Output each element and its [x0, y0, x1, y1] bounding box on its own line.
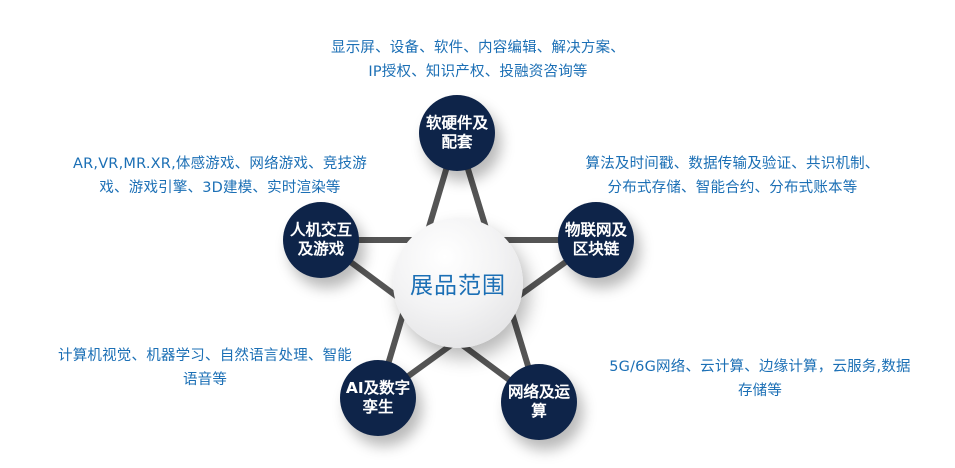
- description-top: 显示屏、设备、软件、内容编辑、解决方案、 IP授权、知识产权、投融资咨询等: [288, 36, 668, 84]
- description-bottom-right-line-2: 存储等: [737, 383, 783, 399]
- node-ai-digital-twin: AI及数字 孪生: [340, 360, 416, 436]
- description-right: 算法及时间戳、数据传输及验证、共识机制、 分布式存储、智能合约、分布式账本等: [560, 152, 905, 200]
- node-label-line-1: 软硬件及: [425, 114, 488, 132]
- description-bottom-left: 计算机视觉、机器学习、自然语言处理、智能 语音等: [35, 344, 375, 392]
- description-bottom-left-line-1: 计算机视觉、机器学习、自然语言处理、智能: [58, 348, 352, 364]
- description-left-line-2: 戏、游戏引擎、3D建模、实时渲染等: [99, 180, 341, 196]
- node-label-line-1: AI及数字: [345, 379, 411, 397]
- node-label-line-2: 及游戏: [297, 240, 345, 258]
- description-bottom-right: 5G/6G网络、云计算、边缘计算，云服务,数据 存储等: [580, 355, 940, 403]
- node-label-line-2: 孪生: [362, 398, 394, 416]
- description-right-line-1: 算法及时间戳、数据传输及验证、共识机制、: [585, 156, 880, 172]
- node-label-line-2: 算: [531, 402, 547, 420]
- node-hci-gaming: 人机交互 及游戏: [283, 202, 359, 278]
- node-label-line-1: 人机交互: [289, 221, 352, 239]
- node-label-line-1: 网络及运: [507, 383, 570, 401]
- description-left: AR,VR,MR.XR,体感游戏、网络游戏、竞技游 戏、游戏引擎、3D建模、实时…: [55, 152, 385, 200]
- center-label: 展品范围: [410, 273, 506, 299]
- description-top-line-1: 显示屏、设备、软件、内容编辑、解决方案、: [331, 40, 625, 56]
- description-top-line-2: IP授权、知识产权、投融资咨询等: [368, 64, 588, 80]
- description-bottom-left-line-2: 语音等: [182, 372, 228, 388]
- node-hardware-software: 软硬件及 配套: [419, 95, 495, 171]
- description-left-line-1: AR,VR,MR.XR,体感游戏、网络游戏、竞技游: [72, 156, 367, 172]
- description-right-line-2: 分布式存储、智能合约、分布式账本等: [607, 180, 858, 196]
- center-circle: 展品范围: [393, 218, 523, 348]
- node-network-computing: 网络及运 算: [501, 364, 577, 440]
- node-label-line-1: 物联网及: [564, 221, 627, 239]
- node-label-line-2: 区块链: [572, 240, 620, 258]
- node-label-line-2: 配套: [441, 133, 473, 151]
- description-bottom-right-line-1: 5G/6G网络、云计算、边缘计算，云服务,数据: [609, 359, 911, 375]
- node-iot-blockchain: 物联网及 区块链: [558, 202, 634, 278]
